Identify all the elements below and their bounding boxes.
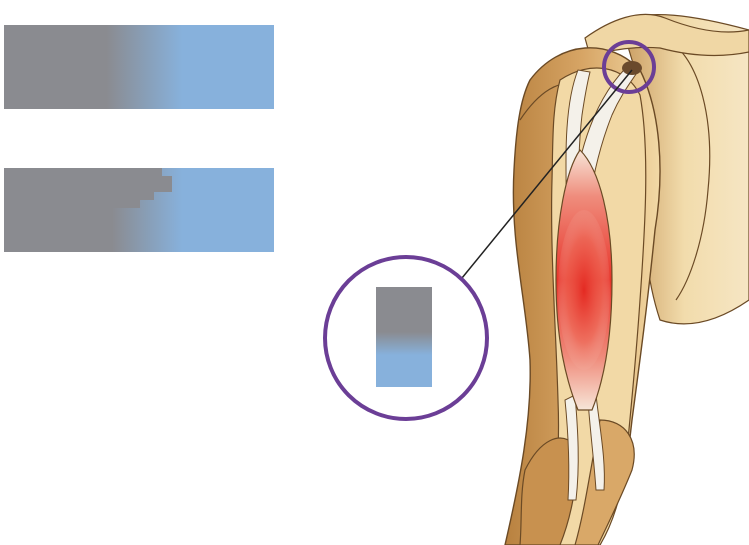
- joint-detail: [622, 61, 642, 75]
- inset-gradient-swatch: [376, 287, 432, 387]
